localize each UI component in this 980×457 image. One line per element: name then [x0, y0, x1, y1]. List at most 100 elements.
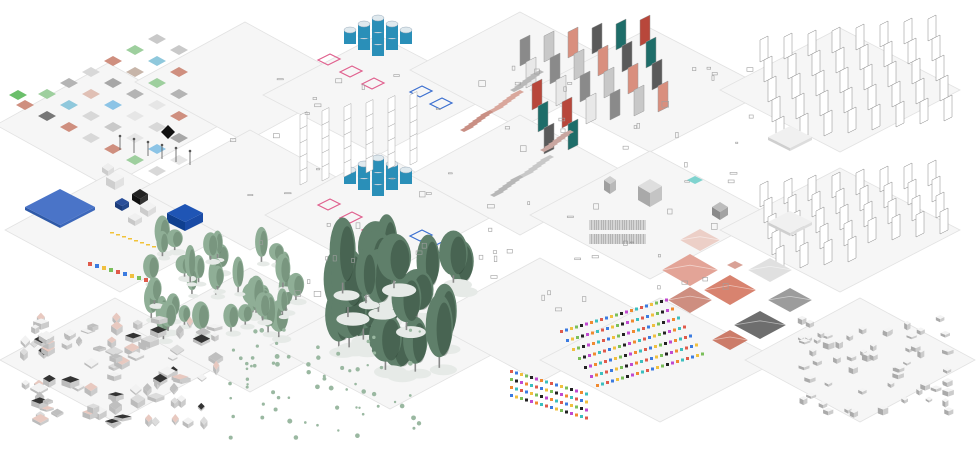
furniture-item: [42, 398, 54, 405]
wall-panel: [759, 35, 769, 63]
small-frame: [735, 141, 739, 144]
tree-crown: [156, 230, 169, 253]
water-tank: [400, 170, 412, 184]
water-tank: [400, 30, 412, 44]
small-object: [903, 359, 911, 366]
small-object: [935, 314, 945, 323]
furniture-item: [31, 324, 40, 335]
small-object: [635, 307, 638, 311]
tree-shadow: [406, 368, 432, 379]
tree-shadow: [158, 255, 171, 261]
water-tank: [358, 36, 370, 50]
wall-panel: [365, 155, 374, 174]
small-object: [681, 358, 684, 362]
small-frame: [294, 290, 301, 297]
small-object: [671, 307, 674, 311]
wall-panel: [835, 46, 845, 74]
material-swatch: [38, 111, 56, 121]
water-tank-lid: [399, 26, 413, 34]
tree-crown: [192, 301, 210, 330]
tree-crown: [143, 254, 159, 279]
small-frame: [706, 66, 712, 70]
ground-tile: [529, 150, 771, 280]
small-object: [679, 337, 682, 341]
wall-panel: [919, 97, 929, 125]
tree-crown: [223, 303, 239, 328]
small-object: [648, 336, 651, 339]
small-frame: [314, 103, 322, 108]
small-object: [659, 343, 662, 347]
furniture-item: [39, 405, 54, 412]
water-tank: [372, 182, 384, 196]
furniture-item: [93, 345, 107, 352]
tree-shadow: [149, 303, 164, 309]
small-frame: [667, 208, 673, 215]
roof-ridge: [733, 320, 787, 326]
small-object: [608, 348, 611, 351]
small-prop: [123, 272, 127, 276]
furniture-item: [213, 360, 220, 376]
tree-shadow: [280, 310, 296, 316]
small-object: [550, 382, 553, 385]
small-plant: [293, 435, 299, 440]
wall-panel: [911, 57, 921, 85]
material-swatch: [126, 133, 144, 143]
furniture-item: [151, 416, 160, 427]
water-tank: [358, 176, 370, 190]
small-object: [625, 364, 628, 368]
tree-shadow: [178, 275, 197, 283]
tree-crown-shade: [197, 258, 205, 278]
material-swatch: [104, 122, 122, 132]
water-tank-lid: [343, 26, 357, 34]
small-frame: [229, 138, 237, 142]
small-plant: [345, 388, 348, 391]
small-object: [910, 344, 921, 353]
road-marking: [146, 244, 150, 246]
small-object: [620, 312, 623, 315]
small-object: [942, 387, 954, 397]
roof-ridge: [667, 295, 713, 301]
furniture-item: [169, 382, 179, 395]
road-and-vehicle-tiles: [25, 163, 203, 284]
small-object: [575, 325, 578, 329]
small-object: [817, 330, 825, 339]
small-plant: [275, 361, 280, 367]
small-prop: [130, 274, 134, 278]
stair-step: [510, 175, 524, 182]
furniture-item: [104, 418, 119, 425]
furniture-item: [51, 408, 64, 418]
small-plant: [246, 383, 249, 386]
tree-shadow: [262, 331, 279, 338]
water-tank-lid: [399, 166, 413, 174]
furniture-item: [113, 414, 132, 422]
small-object: [618, 345, 621, 348]
wall-panel: [771, 95, 781, 123]
small-frame: [541, 294, 545, 301]
small-object: [798, 363, 810, 371]
small-object: [595, 373, 598, 377]
material-swatch: [161, 125, 175, 139]
small-frame: [746, 67, 754, 72]
small-object: [515, 379, 518, 383]
tree-crown-shade: [166, 304, 176, 327]
small-object: [877, 405, 889, 416]
small-plant: [271, 361, 276, 365]
water-tank: [372, 18, 384, 32]
tree-shadow: [169, 248, 186, 256]
small-object: [565, 410, 568, 414]
wall-panel: [895, 100, 905, 128]
furniture-item: [43, 374, 56, 388]
small-object: [651, 367, 654, 371]
small-object: [690, 345, 693, 348]
small-frame: [488, 227, 493, 232]
material-swatch: [170, 133, 188, 143]
small-object: [632, 330, 635, 333]
small-object: [571, 337, 574, 341]
small-plant: [259, 328, 265, 333]
small-object: [585, 392, 588, 396]
small-object: [650, 357, 653, 360]
wall-panel: [567, 118, 579, 151]
tree-shadow: [368, 308, 398, 320]
material-swatch: [82, 89, 100, 99]
material-swatch: [82, 133, 100, 143]
